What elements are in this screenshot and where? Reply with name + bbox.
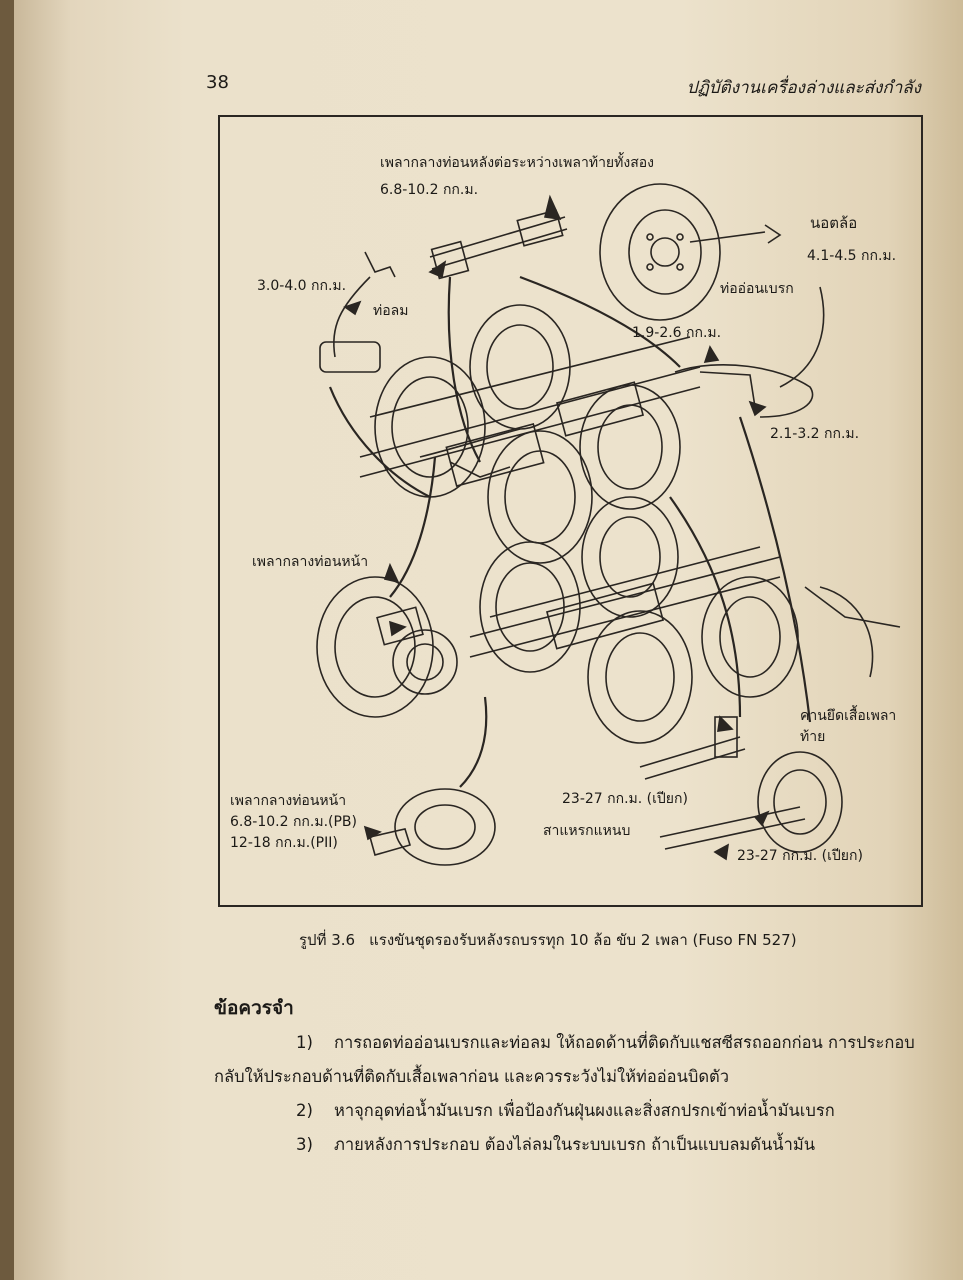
callout-rear-shaft-title: เพลากลางท่อนหลังต่อระหว่างเพลาท้ายทั้งสอ…: [380, 155, 654, 171]
rear-suspension-illustration: [316, 183, 901, 866]
callout-front-shaft-torque-pb: 6.8-10.2 กก.ม.(PB): [230, 814, 357, 830]
leader-lines: [328, 275, 812, 788]
callout-wheel-nut: นอตล้อ: [810, 214, 858, 232]
front-shaft-detail: [316, 562, 458, 718]
upper-axle-assembly: [359, 304, 701, 564]
figure-caption-text: แรงขันชุดรองรับหลังรถบรรทุก 10 ล้อ ขับ 2…: [369, 931, 797, 949]
page-number: 38: [206, 72, 229, 93]
note-item-1-line-1: 1) การถอดท่ออ่อนเบรกและท่อลม ให้ถอดด้านที…: [296, 1030, 915, 1056]
callout-air-line-torque: 3.0-4.0 กก.ม.: [257, 278, 347, 294]
figure-frame: เพลากลางท่อนหลังต่อระหว่างเพลาท้ายทั้งสอ…: [218, 115, 923, 907]
figure-number: รูปที่ 3.6: [299, 931, 356, 949]
wheel-detail: [599, 183, 782, 321]
note-item-1-text: การถอดท่ออ่อนเบรกและท่อลม ให้ถอดด้านที่ต…: [334, 1033, 915, 1052]
callout-torque-rod-line2: ท้าย: [800, 729, 826, 745]
callout-front-shaft-bottom: เพลากลางท่อนหน้า: [230, 793, 347, 809]
note-item-3-text: ภายหลังการประกอบ ต้องไล่ลมในระบบเบรก ถ้า…: [334, 1135, 815, 1154]
callout-brake-hose-torque-1: 1.9-2.6 กก.ม.: [632, 325, 722, 341]
callout-spring-torque-2: 23-27 กก.ม. (เปียก): [737, 848, 863, 864]
note-item-2: 2) หาจุกอุดท่อน้ำมันเบรก เพื่อป้องกันฝุ่น…: [296, 1098, 835, 1124]
differential-detail: [363, 788, 496, 866]
running-header: ปฏิบัติงานเครื่องล่างและส่งกำลัง: [686, 78, 921, 98]
book-page: 38 ปฏิบัติงานเครื่องล่างและส่งกำลัง: [14, 0, 963, 1280]
callout-front-shaft-torque-pii: 12-18 กก.ม.(PII): [230, 835, 338, 851]
callout-spring-torque-1: 23-27 กก.ม. (เปียก): [562, 791, 688, 807]
callout-rear-shaft-torque: 6.8-10.2 กก.ม.: [380, 182, 479, 198]
figure-caption: รูปที่ 3.6 แรงขันชุดรองรับหลังรถบรรทุก 10…: [299, 928, 797, 952]
note-item-1-line-2: กลับให้ประกอบด้านที่ติดกับเสื้อเพลาก่อน …: [214, 1067, 730, 1086]
callout-torque-rod-line1: คานยึดเสื้อเพลา: [800, 708, 897, 724]
callout-air-line: ท่อลม: [373, 303, 409, 319]
callout-brake-pull-rod: สาแหรกแหนบ: [543, 823, 631, 839]
note-item-1-number: 1): [296, 1033, 313, 1052]
callout-wheel-nut-torque: 4.1-4.5 กก.ม.: [807, 248, 897, 264]
spring-torque-rod-detail: [639, 586, 901, 861]
callout-brake-hose: ท่ออ่อนเบรก: [720, 281, 794, 297]
callout-front-shaft-top: เพลากลางท่อนหน้า: [252, 554, 369, 570]
brake-hose-detail: [674, 286, 825, 418]
callout-brake-hose-torque-2: 2.1-3.2 กก.ม.: [770, 426, 860, 442]
note-item-2-text: หาจุกอุดท่อน้ำมันเบรก เพื่อป้องกันฝุ่นผง…: [334, 1101, 835, 1120]
note-item-3-number: 3): [296, 1135, 313, 1154]
note-item-3: 3) ภายหลังการประกอบ ต้องไล่ลมในระบบเบรก ถ…: [296, 1132, 815, 1158]
air-line-detail: [319, 251, 396, 373]
rear-shaft-detail: [428, 194, 568, 280]
note-item-2-number: 2): [296, 1101, 313, 1120]
notes-heading: ข้อควรจำ: [214, 997, 294, 1019]
